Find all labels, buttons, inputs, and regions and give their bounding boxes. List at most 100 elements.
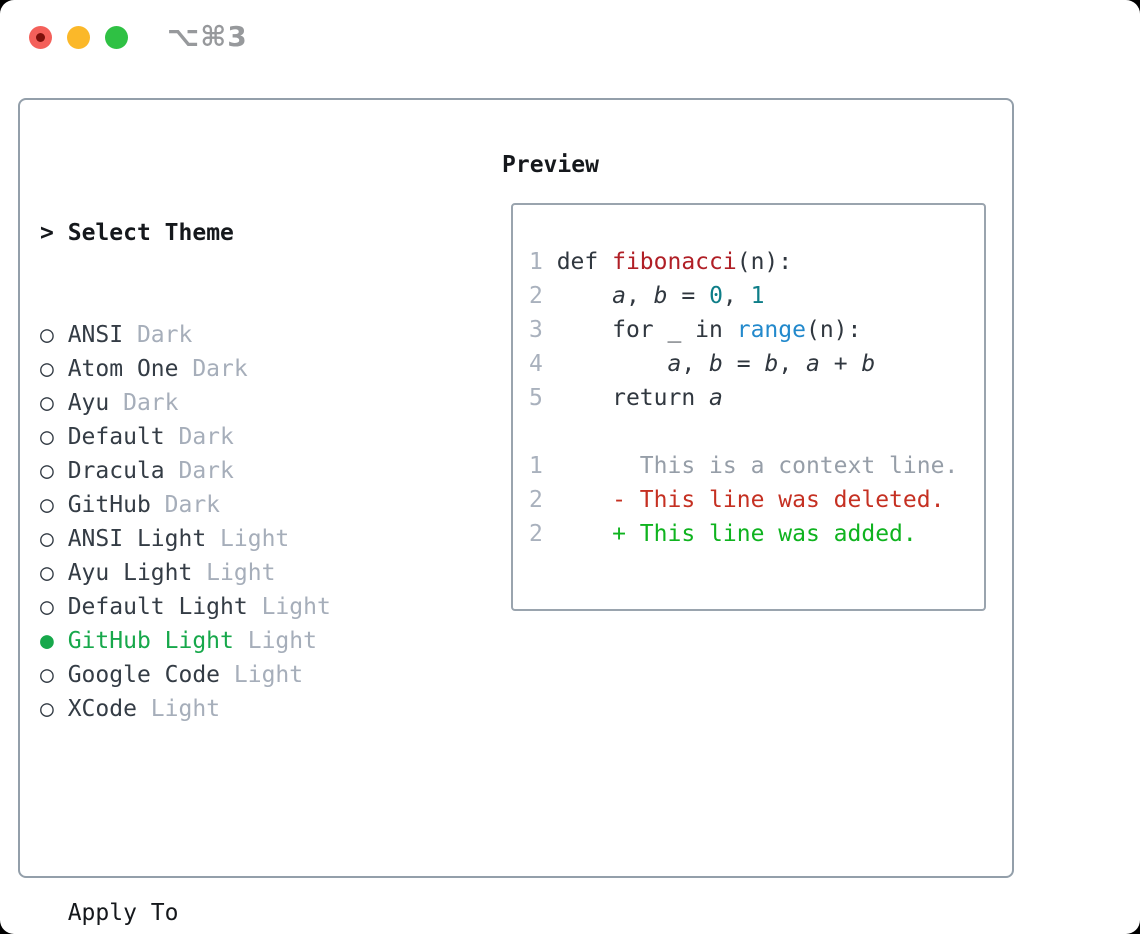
- zoom-button[interactable]: [105, 26, 128, 49]
- code-segment-var: a: [709, 385, 723, 411]
- code-segment-ln: 3: [529, 317, 557, 343]
- theme-option-github-light[interactable]: ● GitHub Light Light: [40, 624, 428, 658]
- select-theme-title: [54, 220, 68, 246]
- preview-code-line: 1 def fibonacci(n):: [529, 245, 984, 279]
- radio-icon: ○: [40, 696, 68, 722]
- radio-icon: ○: [40, 322, 68, 348]
- preview-code-line: 4 a, b = b, a + b: [529, 347, 984, 381]
- theme-option-atom-one[interactable]: ○ Atom One Dark: [40, 352, 428, 386]
- code-segment-ln: 2: [529, 521, 613, 547]
- prompt-arrow-icon: >: [40, 220, 54, 246]
- minimize-button[interactable]: [67, 26, 90, 49]
- code-segment-fn: fibonacci: [612, 249, 737, 275]
- code-segment-t: ,: [681, 351, 710, 377]
- theme-list: ○ ANSI Dark○ Atom One Dark○ Ayu Dark○ De…: [40, 318, 428, 726]
- code-segment-t: [557, 283, 612, 309]
- code-segment-t: def: [556, 249, 613, 275]
- preview-code-line: [529, 415, 984, 449]
- option-variant: Light: [247, 594, 331, 620]
- preview-code-line: 2 + This line was added.: [529, 517, 984, 551]
- code-segment-t: ,: [722, 283, 751, 309]
- theme-option-default-light[interactable]: ○ Default Light Light: [40, 590, 428, 624]
- theme-option-ansi-light[interactable]: ○ ANSI Light Light: [40, 522, 428, 556]
- close-dot-icon: [36, 33, 45, 42]
- theme-option-default[interactable]: ○ Default Dark: [40, 420, 428, 454]
- theme-selector-panel: > Select Theme ○ ANSI Dark○ Atom One Dar…: [18, 98, 1014, 926]
- code-segment-var: b: [653, 283, 668, 309]
- radio-selected-icon: ●: [40, 628, 68, 654]
- option-variant: Light: [192, 560, 276, 586]
- code-segment-var: a: [667, 351, 682, 377]
- option-label: Ayu Light: [67, 560, 193, 586]
- code-segment-nm: 1: [750, 283, 765, 309]
- code-segment-t: ,: [778, 351, 807, 377]
- option-label: Default Light: [67, 594, 248, 620]
- code-segment-ctx: This is a context line.: [542, 453, 959, 479]
- option-variant: Dark: [109, 390, 179, 416]
- option-variant: Dark: [123, 322, 193, 348]
- code-segment-var: b: [764, 351, 779, 377]
- select-theme-title-text: Select Theme: [67, 220, 234, 246]
- theme-option-github[interactable]: ○ GitHub Dark: [40, 488, 428, 522]
- option-label: ANSI: [67, 322, 124, 348]
- radio-icon: ○: [40, 594, 68, 620]
- code-segment-t: =: [667, 283, 710, 309]
- code-segment-t: (n):: [805, 317, 862, 343]
- radio-icon: ○: [40, 560, 68, 586]
- code-segment-del: - This line was deleted.: [612, 487, 945, 513]
- spacer: [40, 794, 428, 828]
- radio-icon: ○: [40, 424, 68, 450]
- code-segment-t: +: [819, 351, 862, 377]
- code-segment-ln: 5: [529, 385, 557, 411]
- radio-icon: ○: [40, 390, 68, 416]
- code-segment-add: + This line was added.: [612, 521, 917, 547]
- theme-option-dracula[interactable]: ○ Dracula Dark: [40, 454, 428, 488]
- option-variant: Dark: [164, 458, 234, 484]
- option-variant: Light: [206, 526, 290, 552]
- title-bar: ⌥⌘3: [0, 0, 1140, 75]
- code-segment-nm: 0: [709, 283, 723, 309]
- code-segment-ln: 2: [529, 487, 613, 513]
- code-segment-t: [557, 351, 668, 377]
- theme-option-ayu[interactable]: ○ Ayu Dark: [40, 386, 428, 420]
- option-variant: Light: [233, 628, 317, 654]
- code-segment-t: return: [556, 385, 710, 411]
- code-segment-var: a: [806, 351, 820, 377]
- option-variant: Dark: [178, 356, 248, 382]
- radio-icon: ○: [40, 356, 68, 382]
- left-column: > Select Theme ○ ANSI Dark○ Atom One Dar…: [40, 148, 428, 934]
- radio-icon: ○: [40, 526, 68, 552]
- code-segment-ln: 4: [529, 351, 557, 377]
- close-button[interactable]: [29, 26, 52, 49]
- code-segment-t: for _ in: [556, 317, 737, 343]
- option-label: Atom One: [67, 356, 179, 382]
- theme-option-ansi[interactable]: ○ ANSI Dark: [40, 318, 428, 352]
- option-label: Dracula: [67, 458, 165, 484]
- preview-code-line: 1 This is a context line.: [529, 449, 984, 483]
- option-label: XCode: [67, 696, 137, 722]
- window-title: ⌥⌘3: [167, 20, 248, 53]
- apply-to-title-text: Apply To: [67, 900, 179, 926]
- option-label: Default: [67, 424, 165, 450]
- theme-option-xcode[interactable]: ○ XCode Light: [40, 692, 428, 726]
- option-label: Ayu: [67, 390, 110, 416]
- apply-to-header: Apply To: [40, 896, 428, 930]
- code-segment-t: ,: [625, 283, 654, 309]
- preview-code-line: 3 for _ in range(n):: [529, 313, 984, 347]
- select-theme-header: > Select Theme: [40, 216, 428, 250]
- option-label: GitHub: [67, 492, 151, 518]
- code-segment-t: (n):: [736, 249, 793, 275]
- option-label: ANSI Light: [67, 526, 207, 552]
- code-segment-ln: 1: [529, 249, 557, 275]
- theme-option-google-code[interactable]: ○ Google Code Light: [40, 658, 428, 692]
- option-variant: Light: [136, 696, 221, 722]
- code-segment-bi: range: [736, 317, 806, 343]
- radio-icon: ○: [40, 458, 68, 484]
- code-segment-var: b: [709, 351, 723, 377]
- option-label: Google Code: [67, 662, 221, 688]
- code-segment-ln: 2: [529, 283, 557, 309]
- preview-code-line: 2 - This line was deleted.: [529, 483, 984, 517]
- theme-option-ayu-light[interactable]: ○ Ayu Light Light: [40, 556, 428, 590]
